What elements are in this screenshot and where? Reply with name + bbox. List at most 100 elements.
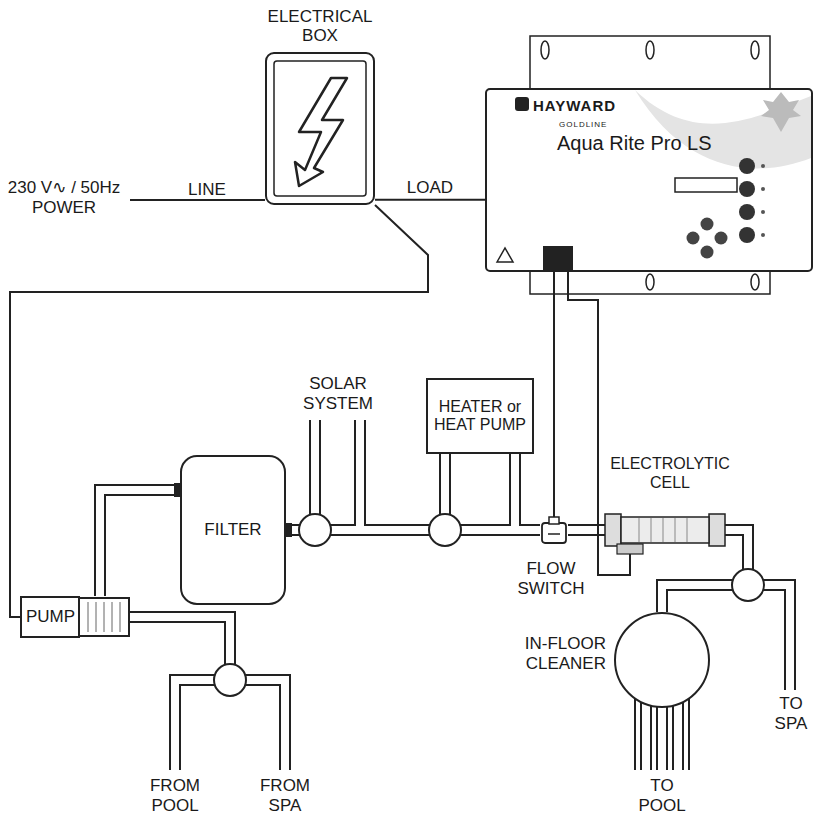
pump-body: PUMP	[20, 596, 130, 638]
cell-union	[605, 514, 621, 546]
box-housing	[266, 53, 374, 204]
pipe-run	[568, 524, 605, 536]
cell-rib	[687, 518, 688, 542]
pump-motor	[79, 598, 129, 636]
in-floor-cleaner: IN-FLOOR CLEANER	[614, 612, 710, 708]
flow-switch: FLOW SWITCH	[540, 517, 568, 543]
pipe-bore	[515, 454, 540, 530]
three-way-valve	[732, 569, 764, 601]
pipe-label: TO POOL	[627, 776, 697, 815]
cell-terminal	[617, 544, 643, 554]
controller-housing	[486, 89, 812, 271]
cable-gland	[543, 246, 573, 272]
filter-label: FILTER	[204, 520, 261, 540]
pipe-label: 230 V∿ / 50Hz POWER	[0, 178, 128, 217]
cleaner-label: IN-FLOOR CLEANER	[511, 634, 606, 673]
arrow-button	[687, 232, 700, 245]
decor-swoosh	[635, 90, 811, 169]
control-button	[739, 204, 755, 220]
cell-label: ELECTROLYTIC CELL	[605, 455, 735, 492]
switch-label: FLOW SWITCH	[508, 559, 594, 598]
control-button	[739, 158, 755, 174]
three-way-valve	[299, 514, 331, 546]
cell-rib	[651, 518, 652, 542]
solar-pipe	[354, 420, 366, 530]
switch-cap	[549, 517, 559, 524]
pipe-bores	[130, 420, 790, 770]
heater-box: HEATER or HEAT PUMP	[426, 378, 534, 454]
in-floor-cleaner-shape	[614, 612, 710, 708]
switch-paddle	[548, 533, 560, 535]
power-wire	[553, 272, 555, 517]
control-button	[739, 227, 755, 243]
status-led	[761, 187, 765, 191]
cell-rib	[675, 518, 676, 542]
pipe-label: FROM SPA	[255, 776, 315, 815]
pipe-bore	[568, 526, 605, 534]
cell-union	[709, 514, 725, 546]
three-way-valve	[214, 664, 246, 696]
filter-outline	[181, 456, 285, 604]
wire-label: LOAD	[405, 178, 455, 198]
outlet-port	[284, 523, 292, 537]
warning-triangle	[497, 248, 513, 262]
cell-rib	[663, 518, 664, 542]
flow-switch-shape	[540, 517, 568, 543]
pipe-bore	[100, 490, 180, 596]
electrolytic-cell-shape	[605, 514, 725, 546]
cleaner-pipes	[638, 698, 686, 770]
filter-tank: FILTER	[180, 455, 286, 605]
pipe-label: FROM POOL	[145, 776, 205, 815]
lightning-symbol	[295, 78, 347, 186]
mount-slot	[751, 274, 759, 290]
electrical-box-shape	[265, 52, 375, 205]
pipe-run	[100, 490, 180, 596]
switch-body	[542, 523, 566, 543]
solar-pipe	[356, 420, 364, 530]
brand-mark	[515, 97, 529, 111]
status-led	[761, 164, 765, 168]
power-wire	[375, 199, 485, 201]
pipe-label: TO SPA	[768, 694, 814, 733]
brand-line: GOLDLINE	[559, 120, 607, 129]
box-heading: ELECTRICAL BOX	[250, 7, 390, 46]
three-way-valve	[429, 514, 461, 546]
status-led	[761, 233, 765, 237]
lcd-display	[675, 178, 737, 192]
arrow-button	[701, 246, 714, 259]
pump-label-plate	[21, 597, 79, 637]
motor-fin	[88, 602, 89, 632]
arrow-button	[701, 218, 714, 231]
mount-slot	[751, 41, 759, 59]
heater-label: HEATER or HEAT PUMP	[430, 398, 530, 435]
cell-body	[621, 517, 709, 543]
status-led	[761, 210, 765, 214]
box-door	[274, 61, 366, 196]
motor-fin	[112, 602, 113, 632]
electrical-box: ELECTRICAL BOX	[265, 52, 375, 205]
pump-label: PUMP	[26, 607, 75, 627]
motor-fin	[104, 602, 105, 632]
cleaner-pipes	[638, 698, 686, 770]
mount-slot	[646, 274, 654, 290]
controller-unit-shape	[485, 88, 813, 272]
pump-outlet-pipe	[130, 617, 230, 680]
pipe-label: LINE	[188, 180, 226, 200]
pipe-run	[515, 454, 540, 530]
pump-outlet-pipe	[130, 617, 230, 680]
top-flange	[530, 36, 770, 92]
control-button	[739, 181, 755, 197]
power-line	[130, 199, 265, 201]
pipe-walls	[130, 420, 790, 770]
power-wire	[10, 205, 428, 617]
brand-logo: HAYWARD	[533, 97, 616, 114]
motor-fin	[96, 602, 97, 632]
cleaner-outline	[615, 613, 709, 707]
electrolytic-cell: ELECTROLYTIC CELL	[605, 514, 725, 546]
controller-unit: HAYWARD GOLDLINE Aqua Rite Pro LS	[485, 88, 813, 272]
pipe-label: SOLAR SYSTEM	[293, 374, 383, 413]
arrow-button	[715, 232, 728, 245]
model-name: Aqua Rite Pro LS	[557, 132, 712, 155]
motor-fin	[120, 602, 121, 632]
